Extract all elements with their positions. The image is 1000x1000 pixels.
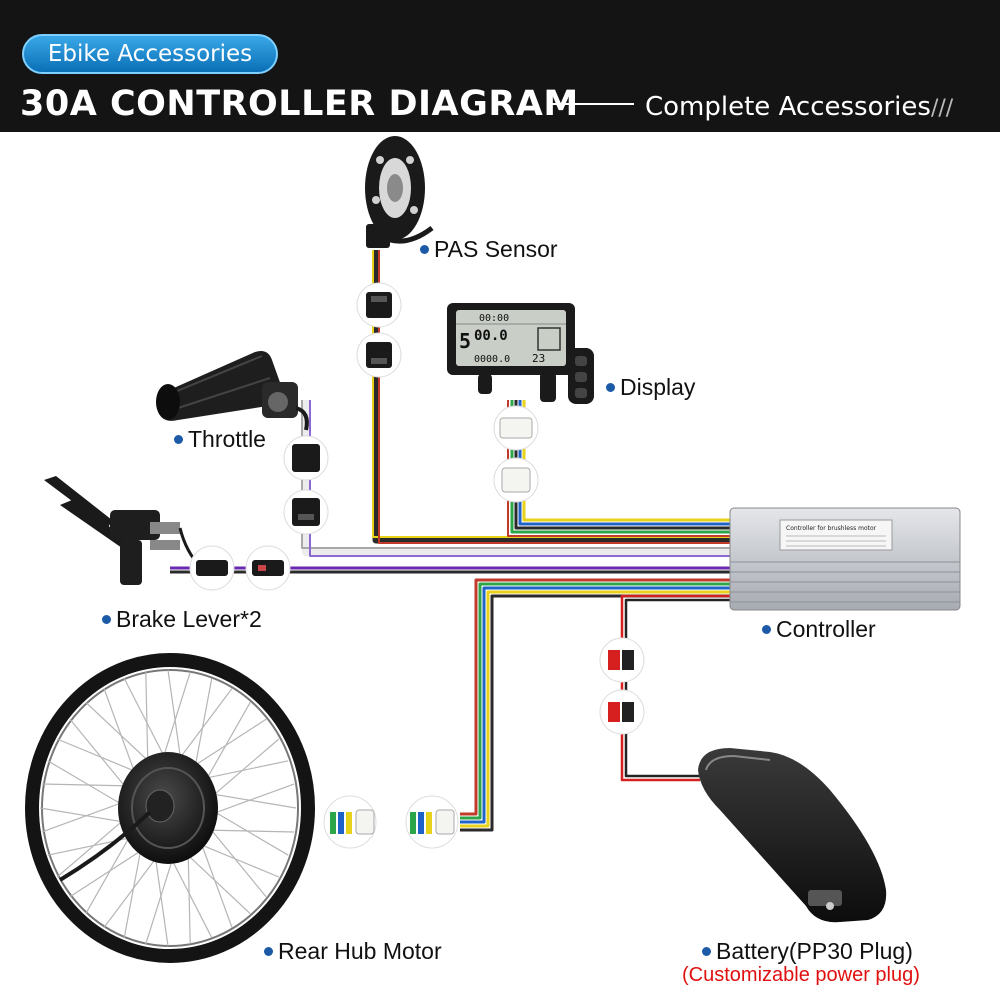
- pas-connector-bottom: [356, 332, 402, 378]
- spoke: [47, 835, 138, 856]
- brake-connector-right: [245, 545, 291, 591]
- diagram-title: 30A CONTROLLER DIAGRAM: [20, 84, 579, 124]
- spoke: [202, 701, 251, 787]
- label-text: Controller: [776, 616, 876, 642]
- spoke: [193, 841, 280, 878]
- battery-icon: [698, 748, 887, 923]
- spoke: [145, 672, 149, 770]
- header-banner: Ebike Accessories 30A CONTROLLER DIAGRAM…: [0, 0, 1000, 132]
- label-pas-sensor: PAS Sensor: [420, 236, 558, 263]
- throttle-connector-bottom: [283, 489, 329, 535]
- label-rear-hub-motor: Rear Hub Motor: [264, 938, 442, 965]
- display-cable: [507, 400, 730, 537]
- bullet-icon: [102, 615, 111, 625]
- bullet-icon: [702, 947, 711, 957]
- spoke: [205, 822, 267, 898]
- spoke: [187, 846, 191, 944]
- motor-cable: [460, 578, 730, 832]
- throttle-connector-top: [283, 435, 329, 481]
- label-text: Throttle: [188, 426, 266, 452]
- spoke: [198, 836, 233, 928]
- bullet-icon: [174, 435, 183, 445]
- spoke: [123, 841, 143, 938]
- title-divider: [552, 103, 634, 105]
- spoke: [47, 760, 129, 809]
- spoke: [193, 678, 213, 775]
- display-speed: 00.0: [474, 328, 508, 344]
- wheel-spokes: [39, 669, 297, 947]
- spoke: [167, 851, 213, 938]
- bullet-icon: [762, 625, 771, 635]
- spoke: [187, 718, 267, 771]
- spoke: [123, 678, 169, 765]
- label-text: Rear Hub Motor: [278, 938, 442, 964]
- spoke: [202, 829, 295, 833]
- label-brake-lever: Brake Lever*2: [102, 606, 262, 633]
- spoke: [198, 760, 289, 781]
- display-temp: 23: [532, 352, 545, 365]
- spoke: [103, 688, 138, 780]
- label-display: Display: [606, 374, 695, 401]
- subtitle-text: Complete Accessories: [645, 92, 931, 122]
- spoke: [69, 718, 131, 794]
- spoke: [207, 807, 289, 856]
- display-odo: 0000.0: [474, 354, 510, 365]
- spoke: [69, 845, 149, 898]
- spoke: [167, 669, 183, 767]
- bullet-icon: [606, 383, 615, 393]
- spoke: [39, 807, 131, 824]
- pas-connector-top: [356, 282, 402, 328]
- controller-sticker-title: Controller for brushless motor: [786, 525, 877, 532]
- pas-sensor-icon: [365, 136, 434, 248]
- motor-connector-left: [323, 795, 377, 849]
- spoke: [103, 850, 162, 928]
- spoke: [153, 849, 169, 947]
- display-gear: 5: [459, 329, 471, 353]
- spoke: [85, 701, 155, 768]
- controller-icon: Controller for brushless motor: [729, 507, 961, 611]
- battery-connector-top: [599, 637, 645, 683]
- display-connector-top: [493, 405, 539, 451]
- brake-lever-icon: [44, 476, 202, 585]
- spoke: [85, 829, 134, 915]
- throttle-icon: [156, 351, 309, 431]
- spoke: [174, 688, 233, 766]
- spoke: [181, 848, 251, 915]
- rear-hub-motor-icon: [25, 653, 315, 963]
- label-controller: Controller: [762, 616, 876, 643]
- battery-plug-note: (Customizable power plug): [682, 964, 920, 986]
- label-text: Display: [620, 374, 696, 400]
- label-throttle: Throttle: [174, 426, 266, 453]
- spoke: [145, 851, 176, 945]
- subtitle-slashes: ///: [930, 96, 954, 121]
- battery-cable: [620, 594, 730, 782]
- motor-connector-right: [405, 795, 459, 849]
- diagram-subtitle: Complete Accessories///: [645, 92, 953, 122]
- display-connector-bottom: [493, 457, 539, 503]
- bullet-icon: [420, 245, 429, 255]
- spoke: [160, 671, 191, 765]
- bullet-icon: [264, 947, 273, 957]
- ebike-accessories-badge: Ebike Accessories: [22, 34, 278, 74]
- display-clock: 00:00: [479, 313, 509, 324]
- spoke: [41, 783, 134, 787]
- label-text: Brake Lever*2: [116, 606, 262, 632]
- label-battery: Battery(PP30 Plug): [702, 938, 913, 965]
- label-text: PAS Sensor: [434, 236, 558, 262]
- battery-connector-bottom: [599, 689, 645, 735]
- label-text: Battery(PP30 Plug): [716, 938, 913, 964]
- lcd-display-icon: 00:00 5 00.0 0000.0 23: [447, 303, 594, 404]
- brake-connector-left: [189, 545, 235, 591]
- spoke: [56, 738, 143, 775]
- spoke: [207, 783, 295, 817]
